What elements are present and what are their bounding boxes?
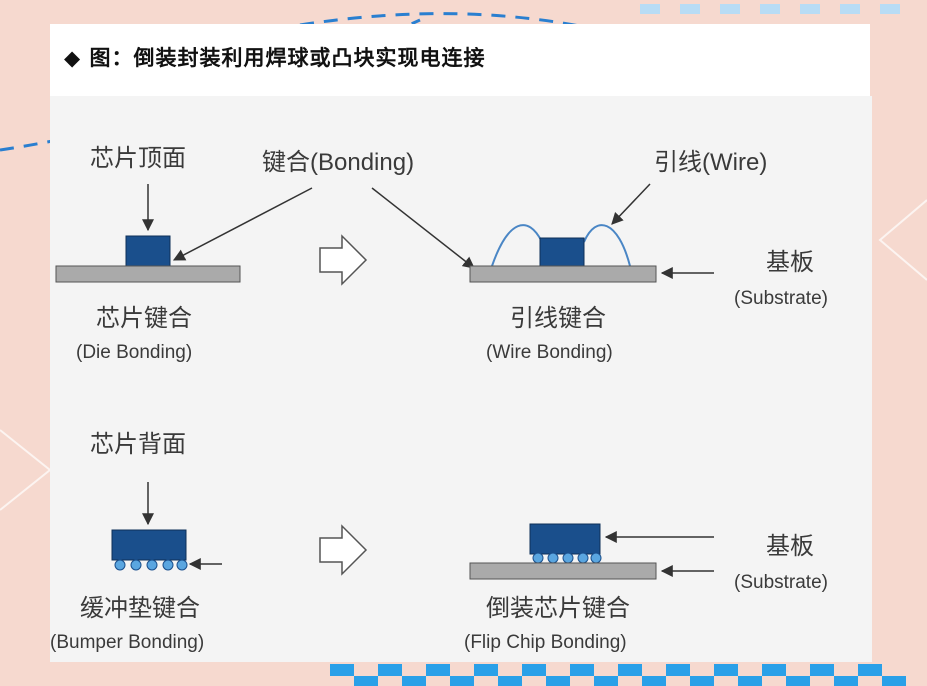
arrow-wire [611, 183, 651, 225]
chip-bumper-bonding [111, 529, 187, 561]
transition-arrow-1 [319, 234, 368, 286]
substrate-wire-bonding [469, 265, 657, 283]
label-bumper-bonding-cn: 缓冲垫键合 [80, 595, 200, 622]
label-bonding: 键合(Bonding) [262, 149, 414, 176]
label-wire-bonding-en: (Wire Bonding) [486, 342, 613, 363]
label-substrate-en-2: (Substrate) [734, 572, 828, 593]
chip-wire-bonding [539, 237, 585, 267]
figure-title: ◆ 图：倒装封装利用焊球或凸块实现电连接 [64, 45, 486, 70]
label-die-top: 芯片顶面 [90, 145, 186, 172]
label-substrate-cn-2: 基板 [766, 533, 814, 560]
label-bumper-bonding-en: (Bumper Bonding) [50, 632, 204, 653]
diagram-panel [50, 96, 872, 662]
substrate-die-bonding [55, 265, 241, 283]
arrow-bonding-left [172, 187, 313, 261]
label-wire-bonding-cn: 引线键合 [510, 305, 606, 332]
bumps-flip-chip [532, 552, 602, 564]
label-substrate-cn-1: 基板 [766, 249, 814, 276]
bumps-bumper [114, 559, 188, 571]
transition-arrow-2 [319, 524, 368, 576]
label-substrate-en-1: (Substrate) [734, 288, 828, 309]
arrow-bonding-right [371, 187, 475, 269]
chip-die-bonding [125, 235, 171, 267]
label-die-back: 芯片背面 [90, 431, 186, 458]
label-die-bonding-cn: 芯片键合 [96, 305, 192, 332]
substrate-flip-chip [469, 562, 657, 580]
label-die-bonding-en: (Die Bonding) [76, 342, 192, 363]
title-panel: ◆ 图：倒装封装利用焊球或凸块实现电连接 [50, 24, 870, 96]
bonding-diagram: 芯片顶面 芯片键合 (Die Bonding) 键合(Bonding) 引线(W… [50, 145, 828, 653]
chip-flip-chip [529, 523, 601, 555]
label-wire: 引线(Wire) [654, 149, 767, 176]
wire-right [583, 224, 631, 267]
wire-left [491, 224, 543, 267]
label-flip-chip-cn: 倒装芯片键合 [486, 595, 630, 622]
label-flip-chip-en: (Flip Chip Bonding) [464, 632, 627, 653]
